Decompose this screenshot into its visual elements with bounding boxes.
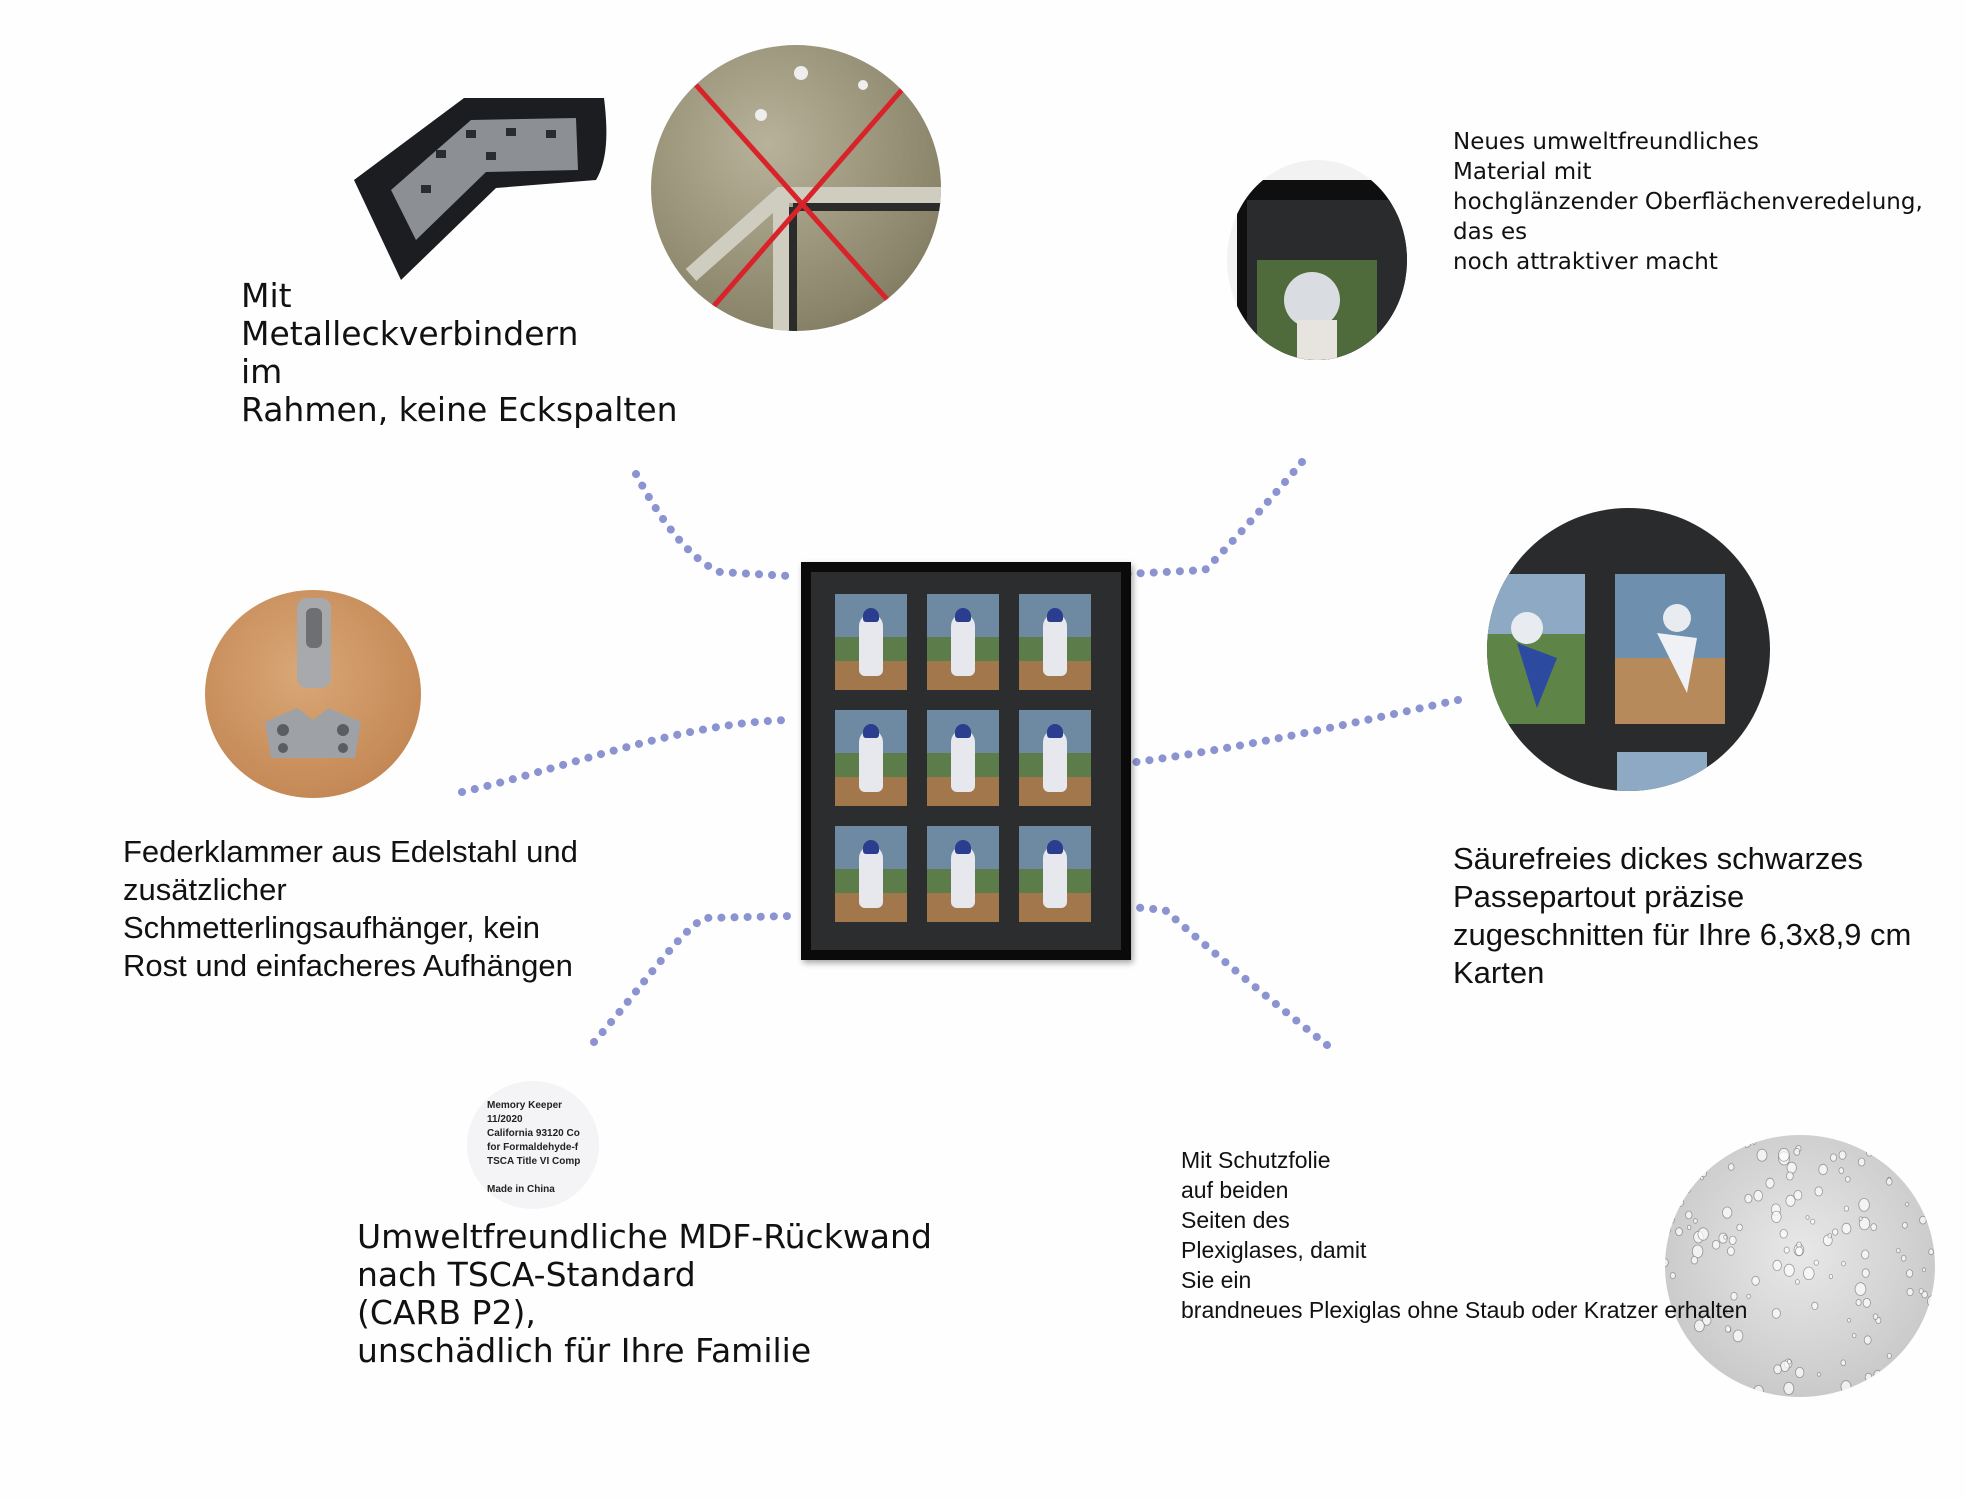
collage-frame — [801, 562, 1131, 960]
corner-gap-photo — [651, 45, 941, 331]
back-label-text: Memory Keeper 11/2020 California 93120 C… — [487, 1100, 581, 1195]
connector-top-left — [632, 470, 794, 580]
caption-glossy-material: Neues umweltfreundliches Material mit ho… — [1453, 129, 1923, 275]
glossy-frame-photo — [1227, 160, 1407, 360]
mdf-back-label-photo: Memory Keeper 11/2020 California 93120 C… — [467, 1081, 599, 1209]
photo-opening — [835, 710, 907, 806]
photo-opening — [1019, 826, 1091, 922]
photo-opening — [1019, 710, 1091, 806]
mat-detail-photo — [1487, 508, 1770, 791]
metal-corner-connector-image — [354, 98, 607, 280]
connector-bottom-right — [1071, 898, 1331, 1049]
caption-metal-corners: Mit Metalleckverbindern im Rahmen, keine… — [241, 276, 678, 429]
caption-protective-film: Mit Schutzfolie auf beiden Seiten des Pl… — [1181, 1147, 1748, 1323]
photo-opening — [835, 826, 907, 922]
caption-acid-free-mat: Säurefreies dickes schwarzes Passepartou… — [1453, 841, 1912, 990]
photo-opening — [927, 826, 999, 922]
photo-opening — [1019, 594, 1091, 690]
caption-spring-clip: Federklammer aus Edelstahl und zusätzlic… — [123, 834, 578, 983]
connector-top-right — [1121, 458, 1306, 578]
photo-opening — [927, 710, 999, 806]
photo-opening — [927, 594, 999, 690]
connector-left — [458, 716, 794, 796]
black-mat — [811, 572, 1121, 950]
photo-opening — [835, 594, 907, 690]
caption-mdf-backing: Umweltfreundliche MDF-Rückwand nach TSCA… — [357, 1217, 932, 1370]
spring-clip-photo — [205, 590, 421, 798]
connector-bottom-left — [590, 912, 794, 1046]
connector-right — [996, 696, 1462, 778]
red-cross-icon — [685, 66, 941, 331]
